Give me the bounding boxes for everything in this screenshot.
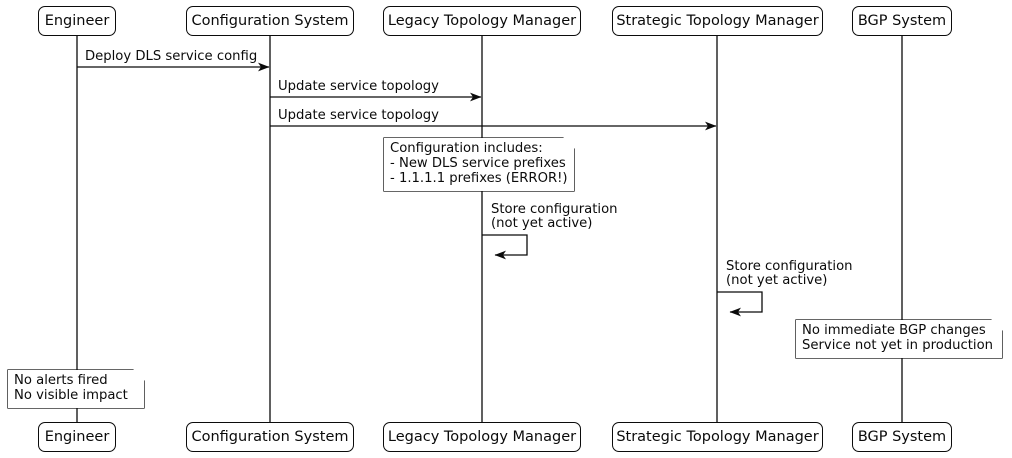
participant-header-strategic-topology-manager[interactable]: Strategic Topology Manager: [612, 6, 823, 36]
self-message-label-strategic-store-configuration-line1: Store configuration: [726, 259, 853, 274]
self-message-label-strategic-store-configuration-line2: (not yet active): [726, 273, 828, 288]
participant-footer-legacy-topology-manager-label: Legacy Topology Manager: [387, 428, 577, 445]
participant-footer-legacy-topology-manager[interactable]: Legacy Topology Manager: [383, 422, 581, 452]
self-message-strategic-store-configuration: [717, 291, 763, 317]
participant-footer-configuration-system[interactable]: Configuration System: [186, 422, 354, 452]
note-configuration-includes: Configuration includes: - New DLS servic…: [384, 138, 574, 191]
note-bgp-no-changes: No immediate BGP changes Service not yet…: [796, 320, 1002, 358]
participant-footer-configuration-system-label: Configuration System: [191, 428, 349, 445]
participant-header-configuration-system[interactable]: Configuration System: [186, 6, 354, 36]
participant-header-configuration-system-label: Configuration System: [191, 12, 349, 29]
message-label-deploy-dls-service-config: Deploy DLS service config: [85, 49, 258, 64]
self-message-legacy-store-configuration: [482, 234, 528, 260]
participant-header-legacy-topology-manager[interactable]: Legacy Topology Manager: [383, 6, 581, 36]
participant-footer-engineer-label: Engineer: [44, 428, 110, 445]
participant-footer-strategic-topology-manager[interactable]: Strategic Topology Manager: [612, 422, 823, 452]
note-no-alerts: No alerts fired No visible impact: [8, 370, 144, 408]
self-message-label-legacy-store-configuration-line1: Store configuration: [491, 202, 618, 217]
lifelines: [76, 36, 903, 422]
participant-header-engineer[interactable]: Engineer: [38, 6, 116, 36]
participant-footer-bgp-system[interactable]: BGP System: [852, 422, 952, 452]
message-label-update-service-topology-legacy: Update service topology: [278, 79, 439, 94]
message-arrows: [77, 62, 717, 131]
participant-footer-strategic-topology-manager-label: Strategic Topology Manager: [616, 428, 819, 445]
self-message-label-legacy-store-configuration-line2: (not yet active): [491, 216, 593, 231]
participant-footer-engineer[interactable]: Engineer: [38, 422, 116, 452]
message-label-update-service-topology-strategic: Update service topology: [278, 108, 439, 123]
participant-header-legacy-topology-manager-label: Legacy Topology Manager: [387, 12, 577, 29]
participant-header-bgp-system[interactable]: BGP System: [852, 6, 952, 36]
participant-header-strategic-topology-manager-label: Strategic Topology Manager: [616, 12, 819, 29]
participant-header-engineer-label: Engineer: [44, 12, 110, 29]
participant-footer-bgp-system-label: BGP System: [857, 428, 947, 445]
participant-header-bgp-system-label: BGP System: [857, 12, 947, 29]
